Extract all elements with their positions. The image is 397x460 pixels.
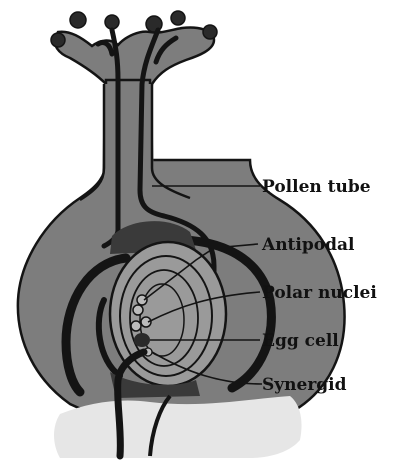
antipodal-cell [133,305,143,315]
receptacle-base [54,396,302,458]
antipodal-label: Antipodal [261,235,355,255]
polar-nucleus [131,321,141,331]
egg-cell-nucleus [134,333,150,347]
style-column [102,84,154,190]
egg-cell-label: Egg cell [262,331,339,351]
polar-nuclei-label: Polar nuclei [262,283,377,303]
antipodal-cell [137,295,147,305]
pollen-tube-label: Pollen tube [262,177,371,197]
synergid-label: Synergid [262,375,347,395]
